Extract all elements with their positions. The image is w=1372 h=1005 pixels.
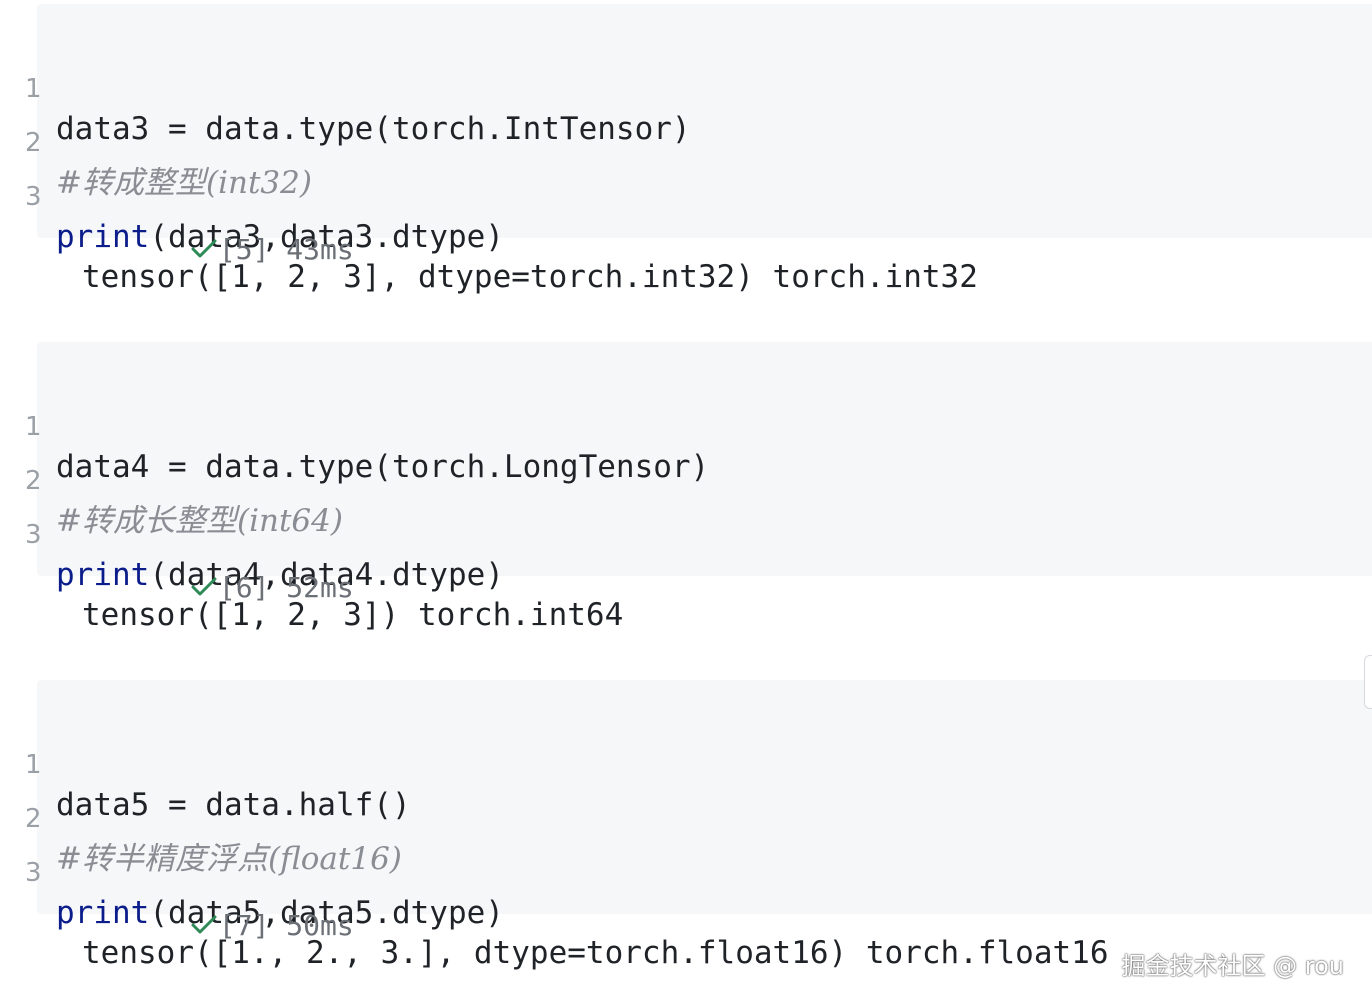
code-line[interactable]: 1 data5 = data.half() (25, 705, 411, 823)
code-cell-editor[interactable]: 1 data5 = data.half() 2 #转半精度浮点(float16)… (25, 680, 1372, 942)
line-number: 1 (25, 74, 42, 104)
cell-output: tensor([1, 2, 3], dtype=torch.int32) tor… (82, 259, 978, 295)
scroll-handle[interactable] (1364, 655, 1372, 709)
execution-status: [5] 43ms (56, 190, 354, 266)
code-comment[interactable]: #转成长整型(int64) (56, 503, 343, 539)
code-cell-editor[interactable]: 1 data3 = data.type(torch.IntTensor) 2 #… (25, 4, 1372, 266)
code-text[interactable]: data4 = data.type(torch.LongTensor) (56, 449, 710, 485)
code-line[interactable]: 2 #转半精度浮点(float16) (25, 759, 402, 877)
keyword-print: print (56, 557, 150, 593)
keyword-print: print (56, 895, 150, 931)
watermark: 掘金技术社区 @ rou (1121, 952, 1345, 980)
keyword-print: print (56, 219, 150, 255)
line-number: 2 (25, 466, 42, 496)
code-line[interactable]: 3 print(data5,data5.dtype) (25, 813, 504, 931)
execution-status: [6] 52ms (56, 528, 354, 604)
check-icon (191, 230, 219, 270)
line-number: 1 (25, 750, 42, 780)
notebook-cell[interactable]: 1 data4 = data.type(torch.LongTensor) 2 … (0, 338, 1372, 676)
execution-count-time: [7] 50ms (218, 909, 354, 942)
code-line[interactable]: 3 print(data3,data3.dtype) (25, 137, 504, 255)
notebook-cell[interactable]: 1 data3 = data.type(torch.IntTensor) 2 #… (0, 0, 1372, 338)
line-number: 2 (25, 804, 42, 834)
line-number: 3 (25, 182, 42, 212)
cell-output: tensor([1., 2., 3.], dtype=torch.float16… (82, 935, 1109, 971)
code-text[interactable]: data3 = data.type(torch.IntTensor) (56, 111, 691, 147)
check-icon (191, 906, 219, 946)
line-number: 3 (25, 520, 42, 550)
line-number: 2 (25, 128, 42, 158)
code-line[interactable]: 1 data3 = data.type(torch.IntTensor) (25, 29, 691, 147)
code-line[interactable]: 1 data4 = data.type(torch.LongTensor) (25, 367, 709, 485)
code-text[interactable]: data5 = data.half() (56, 787, 411, 823)
cell-output: tensor([1, 2, 3]) torch.int64 (82, 597, 624, 633)
code-cell-editor[interactable]: 1 data4 = data.type(torch.LongTensor) 2 … (25, 342, 1372, 604)
code-line[interactable]: 2 #转成长整型(int64) (25, 421, 343, 539)
code-comment[interactable]: #转成整型(int32) (56, 165, 312, 201)
execution-status: [7] 50ms (56, 866, 354, 942)
execution-count-time: [5] 43ms (218, 233, 354, 266)
line-number: 1 (25, 412, 42, 442)
execution-count-time: [6] 52ms (218, 571, 354, 604)
check-icon (191, 568, 219, 608)
line-number: 3 (25, 858, 42, 888)
code-line[interactable]: 2 #转成整型(int32) (25, 83, 312, 201)
code-comment[interactable]: #转半精度浮点(float16) (56, 841, 402, 877)
notebook-cell[interactable]: 1 data5 = data.half() 2 #转半精度浮点(float16)… (0, 676, 1372, 1005)
code-line[interactable]: 3 print(data4,data4.dtype) (25, 475, 504, 593)
